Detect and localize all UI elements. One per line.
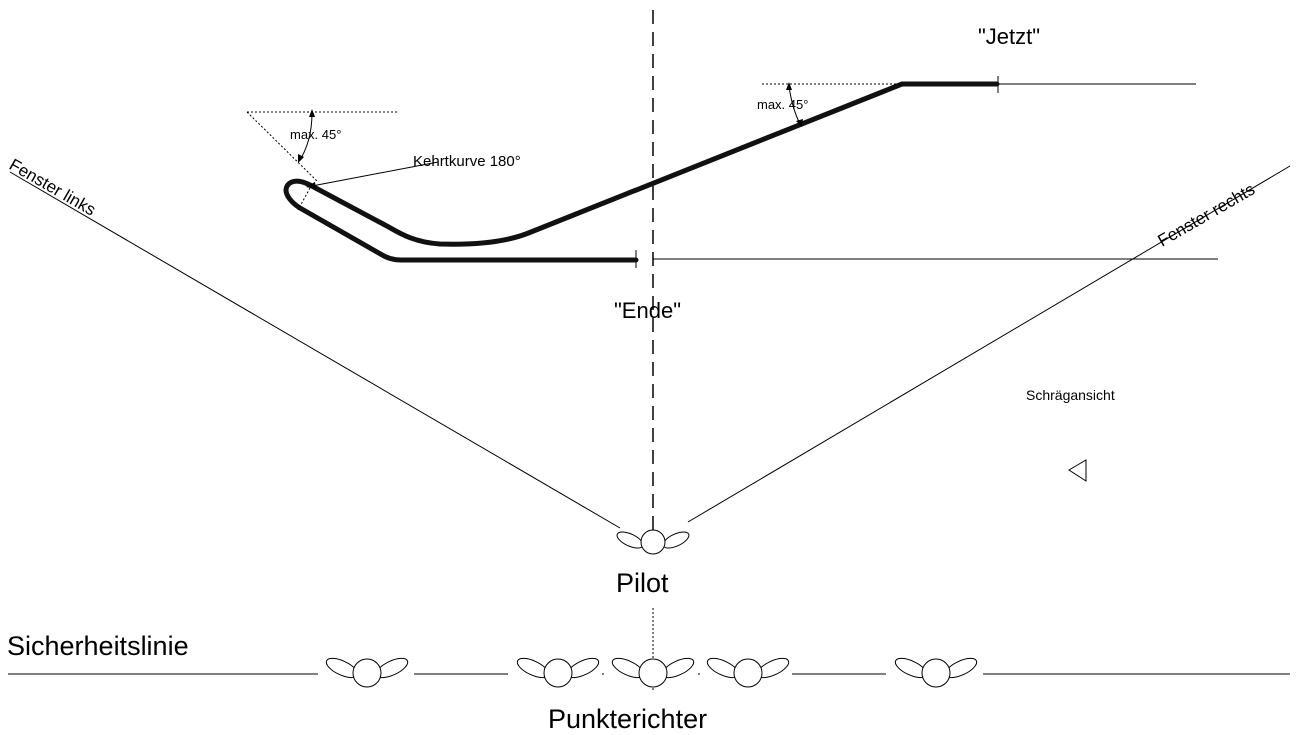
right-angle-arrow-up-icon — [786, 82, 792, 90]
kehrtkurve-label: Kehrtkurve 180° — [413, 153, 521, 170]
fenster-rechts-line — [687, 165, 1291, 523]
left-angle-arrow-down-icon — [298, 154, 304, 163]
kehrtkurve-arrow-icon — [306, 182, 316, 189]
ende-label: "Ende" — [614, 298, 681, 323]
kehrtkurve-leader-line — [311, 161, 439, 187]
judge-2-person-icon — [516, 657, 600, 688]
max-angle-left-label: max. 45° — [290, 127, 341, 142]
left-angle-diagonal-dotted — [246, 111, 319, 183]
jetzt-label: "Jetzt" — [978, 24, 1040, 49]
fenster-links-line — [9, 171, 621, 529]
pilot-label: Pilot — [616, 568, 669, 598]
kehrt-dotted-short — [297, 187, 311, 211]
judge-5-person-icon — [894, 657, 978, 688]
punkterichter-label: Punkterichter — [548, 704, 707, 734]
judge-3-person-icon — [611, 657, 695, 688]
schraegansicht-label: Schrägansicht — [1026, 387, 1115, 403]
left-angle-arrow-up-icon — [309, 109, 315, 117]
max-angle-right-label: max. 45° — [757, 97, 808, 112]
pilot-person-icon — [616, 529, 690, 555]
judge-1-person-icon — [325, 657, 409, 688]
fenster-links-label: Fenster links — [6, 155, 99, 220]
triangle-left-icon — [1068, 459, 1087, 482]
judge-4-person-icon — [706, 657, 790, 688]
flight-path — [283, 81, 1000, 263]
fenster-rechts-label: Fenster rechts — [1155, 180, 1259, 251]
sicherheitslinie-label: Sicherheitslinie — [7, 631, 189, 661]
right-angle-arrow-down-icon — [796, 119, 803, 127]
